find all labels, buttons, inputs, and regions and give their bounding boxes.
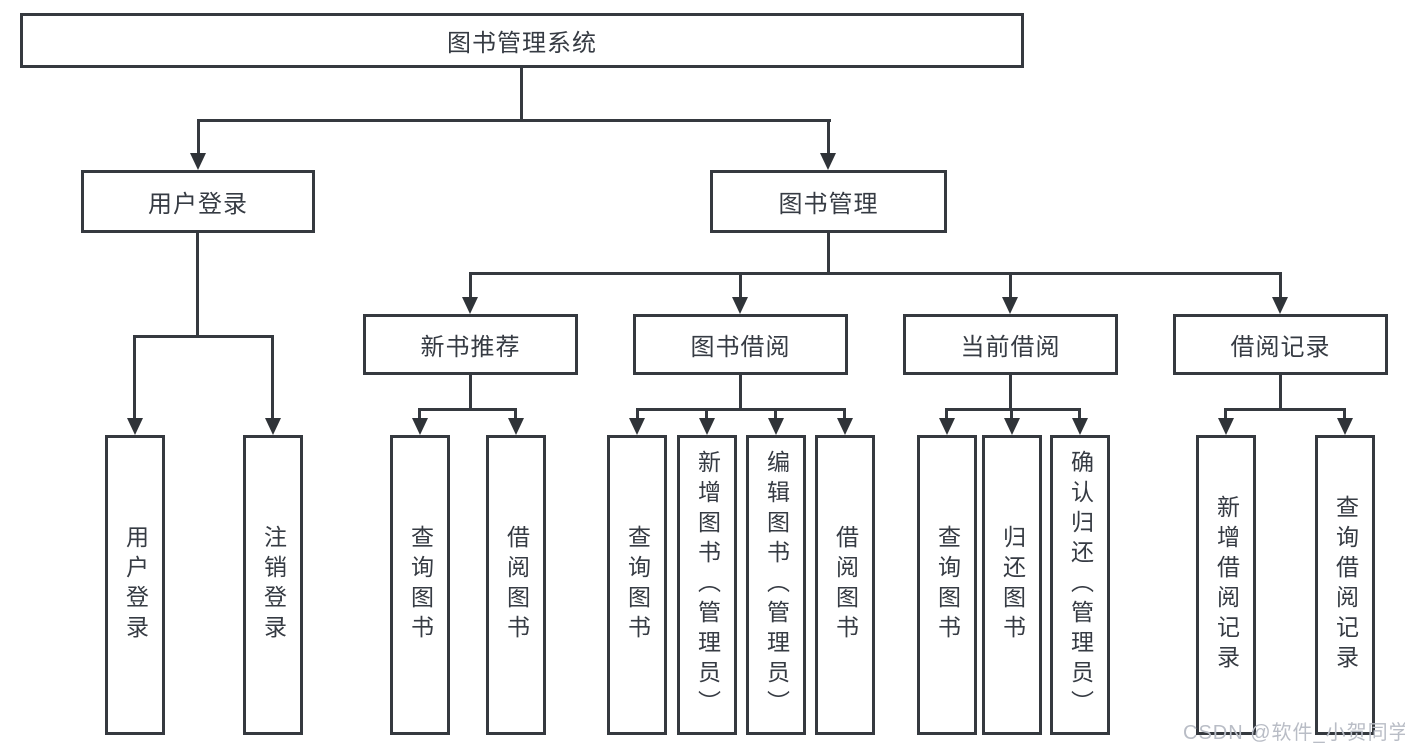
csdn-watermark: CSDN @软件_小贺同学 (1183, 722, 1405, 744)
leaf-borrow-books: 借阅图书 (815, 435, 875, 735)
connector-user-login-splitter (133, 335, 274, 338)
connector-borrow-record-stem (1279, 375, 1282, 408)
arrow-down-icon (1337, 418, 1353, 435)
leaf-borrow-books-recommend: 借阅图书 (486, 435, 546, 735)
leaf-return-books: 归还图书 (982, 435, 1042, 735)
connector-drop-user-login (197, 119, 200, 155)
connector-drop-leaf (418, 408, 421, 419)
connector-book-borrow-stem (739, 375, 742, 408)
connector-drop-book-borrow (739, 272, 742, 298)
connector-user-login-stem (196, 233, 199, 335)
leaf-query-books-current: 查询图书 (917, 435, 977, 735)
connector-book-management-splitter (469, 272, 1282, 275)
arrow-down-icon (127, 418, 143, 435)
arrow-down-icon (1272, 297, 1288, 314)
connector-drop-leaf (1078, 408, 1081, 419)
leaf-label: 借阅图书 (832, 525, 859, 645)
connector-drop-new-book (469, 272, 472, 298)
leaf-query-books-borrow: 查询图书 (607, 435, 667, 735)
connector-drop-leaf (774, 408, 777, 419)
connector-drop-leaf (636, 408, 639, 419)
leaf-label: 新增借阅记录 (1213, 495, 1240, 675)
leaf-label: 查询图书 (407, 525, 434, 645)
node-current-borrow-label: 当前借阅 (960, 334, 1061, 361)
leaf-logout: 注销登录 (243, 435, 303, 735)
connector-drop-leaf (133, 335, 136, 419)
arrow-down-icon (732, 297, 748, 314)
node-root-library-system: 图书管理系统 (20, 13, 1024, 68)
leaf-query-borrow-record: 查询借阅记录 (1315, 435, 1375, 735)
leaf-label: 借阅图书 (503, 525, 530, 645)
leaf-label: 归还图书 (999, 525, 1026, 645)
leaf-label: 编辑图书（管理员） (763, 450, 790, 720)
leaf-label: 注销登录 (260, 525, 287, 645)
arrow-down-icon (820, 153, 836, 170)
node-book-management: 图书管理 (710, 170, 947, 233)
connector-root-stem (520, 68, 523, 119)
connector-drop-book-management (827, 119, 830, 155)
arrow-down-icon (1218, 418, 1234, 435)
connector-drop-current-borrow (1009, 272, 1012, 298)
leaf-add-borrow-record: 新增借阅记录 (1196, 435, 1256, 735)
leaf-label: 查询借阅记录 (1332, 495, 1359, 675)
arrow-down-icon (190, 153, 206, 170)
arrow-down-icon (1002, 297, 1018, 314)
arrow-down-icon (699, 418, 715, 435)
leaf-label: 新增图书（管理员） (694, 450, 721, 720)
node-root-label: 图书管理系统 (447, 30, 597, 57)
connector-drop-leaf (1010, 408, 1013, 419)
arrow-down-icon (939, 418, 955, 435)
connector-book-borrow-splitter (636, 408, 846, 411)
connector-drop-leaf (1343, 408, 1346, 419)
leaf-add-books-admin: 新增图书（管理员） (677, 435, 737, 735)
node-user-login-label: 用户登录 (148, 191, 248, 218)
leaf-query-books-recommend: 查询图书 (390, 435, 450, 735)
node-borrow-record: 借阅记录 (1173, 314, 1388, 375)
arrow-down-icon (508, 418, 524, 435)
connector-drop-leaf (945, 408, 948, 419)
node-borrow-record-label: 借阅记录 (1230, 334, 1331, 361)
arrow-down-icon (1004, 418, 1020, 435)
arrow-down-icon (629, 418, 645, 435)
connector-drop-leaf (705, 408, 708, 419)
node-new-book-recommend: 新书推荐 (363, 314, 578, 375)
connector-drop-leaf (271, 335, 274, 419)
node-user-login: 用户登录 (81, 170, 315, 233)
leaf-confirm-return-admin: 确认归还（管理员） (1050, 435, 1110, 735)
arrow-down-icon (837, 418, 853, 435)
arrow-down-icon (412, 418, 428, 435)
arrow-down-icon (265, 418, 281, 435)
leaf-user-login: 用户登录 (105, 435, 165, 735)
node-new-book-recommend-label: 新书推荐 (420, 334, 521, 361)
connector-drop-leaf (843, 408, 846, 419)
connector-drop-leaf (1224, 408, 1227, 419)
connector-current-borrow-stem (1009, 375, 1012, 408)
connector-borrow-record-splitter (1224, 408, 1346, 411)
leaf-edit-books-admin: 编辑图书（管理员） (746, 435, 806, 735)
leaf-label: 查询图书 (934, 525, 961, 645)
connector-new-book-stem (469, 375, 472, 408)
leaf-label: 确认归还（管理员） (1067, 450, 1094, 720)
connector-drop-borrow-record (1279, 272, 1282, 298)
leaf-label: 查询图书 (624, 525, 651, 645)
connector-current-borrow-splitter (945, 408, 1081, 411)
node-book-borrow-label: 图书借阅 (690, 334, 791, 361)
arrow-down-icon (462, 297, 478, 314)
arrow-down-icon (768, 418, 784, 435)
node-book-borrow: 图书借阅 (633, 314, 848, 375)
connector-root-splitter (197, 119, 831, 122)
connector-book-management-stem (827, 233, 830, 272)
arrow-down-icon (1072, 418, 1088, 435)
connector-drop-leaf (514, 408, 517, 419)
leaf-label: 用户登录 (122, 525, 149, 645)
connector-new-book-splitter (418, 408, 517, 411)
node-book-management-label: 图书管理 (778, 191, 879, 218)
node-current-borrow: 当前借阅 (903, 314, 1118, 375)
